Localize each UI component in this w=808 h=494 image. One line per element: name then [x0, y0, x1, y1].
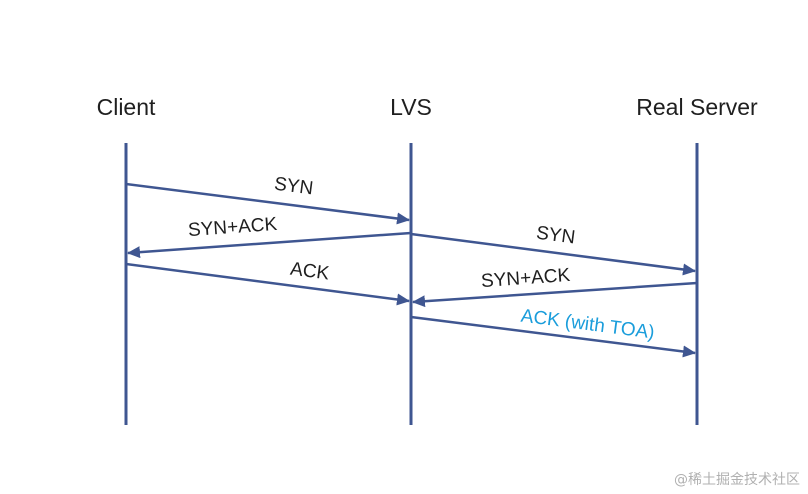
- actor-label-server: Real Server: [636, 94, 758, 120]
- message-arrow-synack-lvs-client: [127, 231, 412, 259]
- message-arrow-synack-server-lvs: [412, 281, 698, 308]
- message-arrow-ack-toa-lvs-server: [410, 315, 696, 358]
- message-label-synack-server-lvs: SYN+ACK: [480, 265, 571, 292]
- actor-label-lvs: LVS: [390, 94, 432, 120]
- message-arrow-syn-lvs-server: [410, 232, 696, 276]
- message-label-ack-toa-lvs-server: ACK (with TOA): [520, 306, 656, 344]
- message-label-syn-lvs-server: SYN: [535, 223, 576, 249]
- message-label-synack-lvs-client: SYN+ACK: [187, 214, 278, 241]
- watermark-text: @稀土掘金技术社区: [674, 472, 800, 488]
- message-arrow-syn-client-lvs: [125, 182, 410, 225]
- actor-label-client: Client: [97, 94, 156, 120]
- message-label-syn-client-lvs: SYN: [273, 174, 314, 200]
- message-label-ack-client-lvs: ACK: [289, 259, 331, 285]
- message-arrow-ack-client-lvs: [125, 262, 410, 306]
